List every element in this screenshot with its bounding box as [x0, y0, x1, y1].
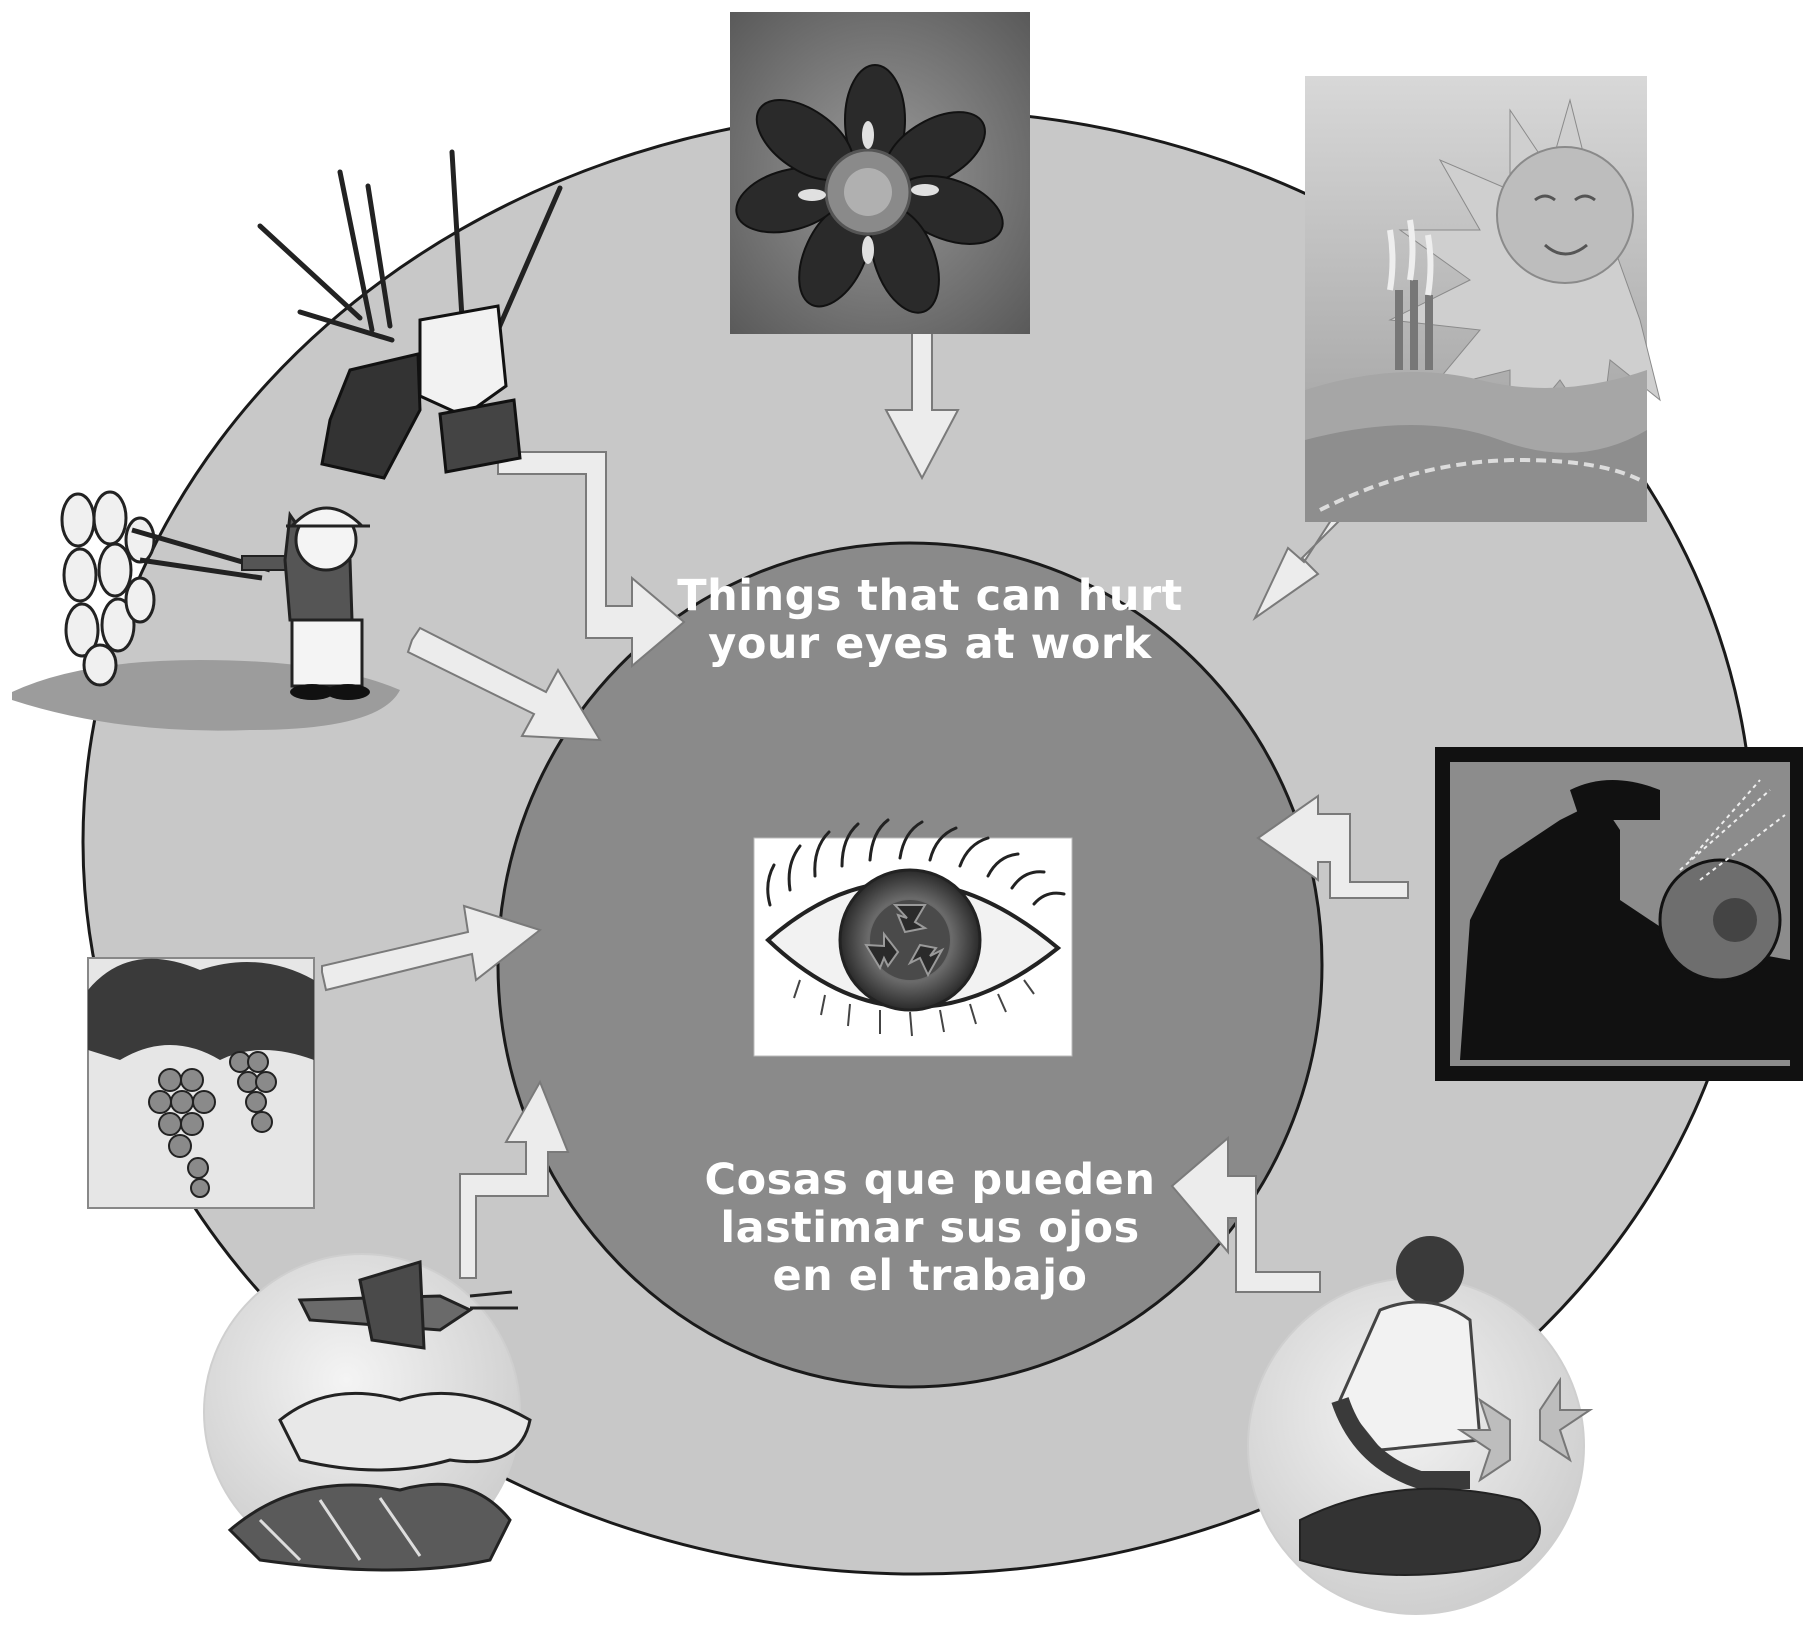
- pruning-branches-image: [257, 149, 563, 480]
- grapes-image: [87, 957, 315, 1209]
- arrow-from-planting: [1170, 1135, 1321, 1293]
- crop-duster-image: [203, 1253, 532, 1572]
- sun-image: [1305, 76, 1661, 522]
- title-spanish-line-3: en el trabajo: [772, 1251, 1088, 1301]
- arrow-from-grapes: [321, 904, 543, 992]
- title-spanish: Cosas que pueden lastimar sus ojos en el…: [620, 1156, 1240, 1300]
- flower-image: [730, 12, 1030, 334]
- title-english-line-2: your eyes at work: [708, 619, 1152, 669]
- arrow-from-grinder: [1256, 794, 1409, 899]
- title-spanish-line-2: lastimar sus ojos: [720, 1203, 1140, 1253]
- arrow-from-pruning: [497, 451, 686, 669]
- eye-image: [753, 818, 1073, 1057]
- grinder-worker-image: [1435, 747, 1803, 1081]
- title-english: Things that can hurt your eyes at work: [620, 572, 1240, 668]
- arrow-from-cropduster: [459, 1079, 570, 1279]
- arrow-from-flower: [884, 329, 960, 481]
- title-spanish-line-1: Cosas que pueden: [704, 1155, 1156, 1205]
- title-english-line-1: Things that can hurt: [677, 571, 1183, 621]
- planting-worker-image: [1247, 1236, 1594, 1615]
- hedge-trimmer-image: [12, 490, 400, 731]
- arrow-from-hedge: [406, 626, 602, 742]
